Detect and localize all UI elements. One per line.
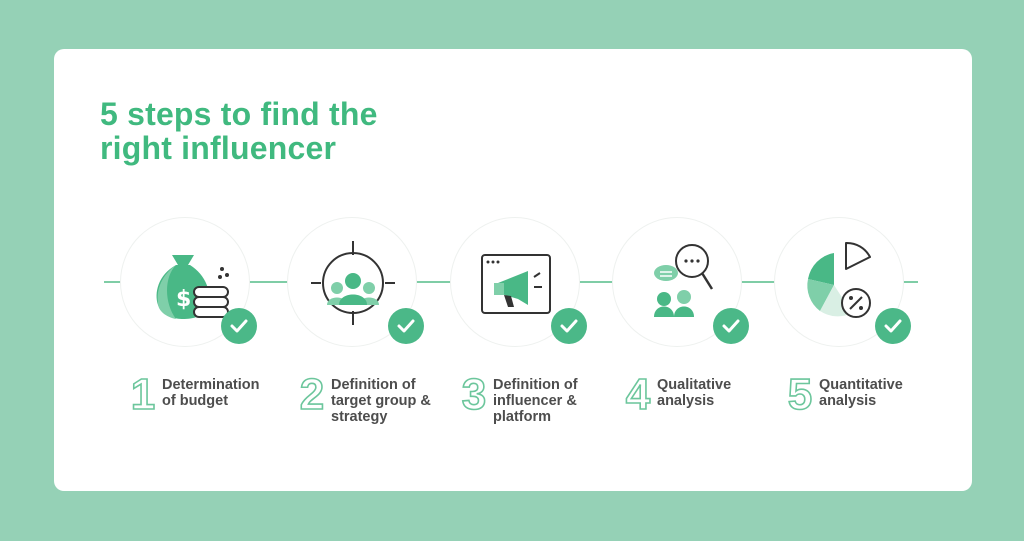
- step-text-line: Definition of: [331, 377, 416, 393]
- step-text-line: analysis: [657, 393, 715, 409]
- page-title: 5 steps to find the right influencer: [100, 97, 378, 165]
- step-text-line: Qualitative: [657, 377, 732, 393]
- title-line-1: 5 steps to find the: [100, 96, 378, 132]
- step-text-line: platform: [493, 409, 551, 425]
- step-1-label: 1 Determination of budget: [130, 370, 260, 419]
- step-text: Qualitative analysis: [657, 375, 731, 409]
- step-text-line: strategy: [331, 409, 388, 425]
- step-5-check-icon: [875, 308, 911, 344]
- step-number: 2: [299, 370, 325, 419]
- step-2-label: 2 Definition of target group & strategy: [299, 370, 431, 425]
- step-text: Determination of budget: [162, 375, 260, 409]
- step-text-line: Determination: [162, 377, 260, 393]
- step-3-circle: [450, 217, 587, 347]
- step-text-line: target group &: [331, 393, 431, 409]
- title-line-2: right influencer: [100, 130, 337, 166]
- target-group-icon: [311, 241, 395, 325]
- step-number: 3: [461, 370, 487, 419]
- step-text-line: influencer &: [493, 393, 577, 409]
- step-text: Quantitative analysis: [819, 375, 903, 409]
- step-2-circle: [287, 217, 424, 347]
- step-5-circle: [774, 217, 911, 347]
- step-text-line: Quantitative: [819, 377, 903, 393]
- step-1-check-icon: [221, 308, 257, 344]
- step-text-line: analysis: [819, 393, 877, 409]
- step-4-label: 4 Qualitative analysis: [625, 370, 731, 419]
- step-text-line: of budget: [162, 393, 229, 409]
- step-number: 5: [787, 370, 813, 419]
- step-3-label: 3 Definition of influencer & platform: [461, 370, 578, 425]
- browser-megaphone-icon: [481, 254, 551, 314]
- step-text: Definition of target group & strategy: [331, 375, 431, 425]
- svg-text:$: $: [176, 287, 191, 312]
- step-number: 4: [625, 370, 651, 419]
- infographic-card: 5 steps to find the right influencer $: [54, 49, 972, 491]
- step-text-line: Definition of: [493, 377, 578, 393]
- step-text: Definition of influencer & platform: [493, 375, 578, 425]
- step-5-label: 5 Quantitative analysis: [787, 370, 903, 419]
- step-4-check-icon: [713, 308, 749, 344]
- step-number: 1: [130, 370, 156, 419]
- step-4-circle: [612, 217, 749, 347]
- step-2-check-icon: [388, 308, 424, 344]
- money-bag-coins-icon: $: [156, 255, 229, 319]
- step-3-check-icon: [551, 308, 587, 344]
- step-1-circle: $: [120, 217, 257, 347]
- people-magnifier-icon: [654, 244, 714, 317]
- pie-chart-percent-icon: [807, 241, 871, 318]
